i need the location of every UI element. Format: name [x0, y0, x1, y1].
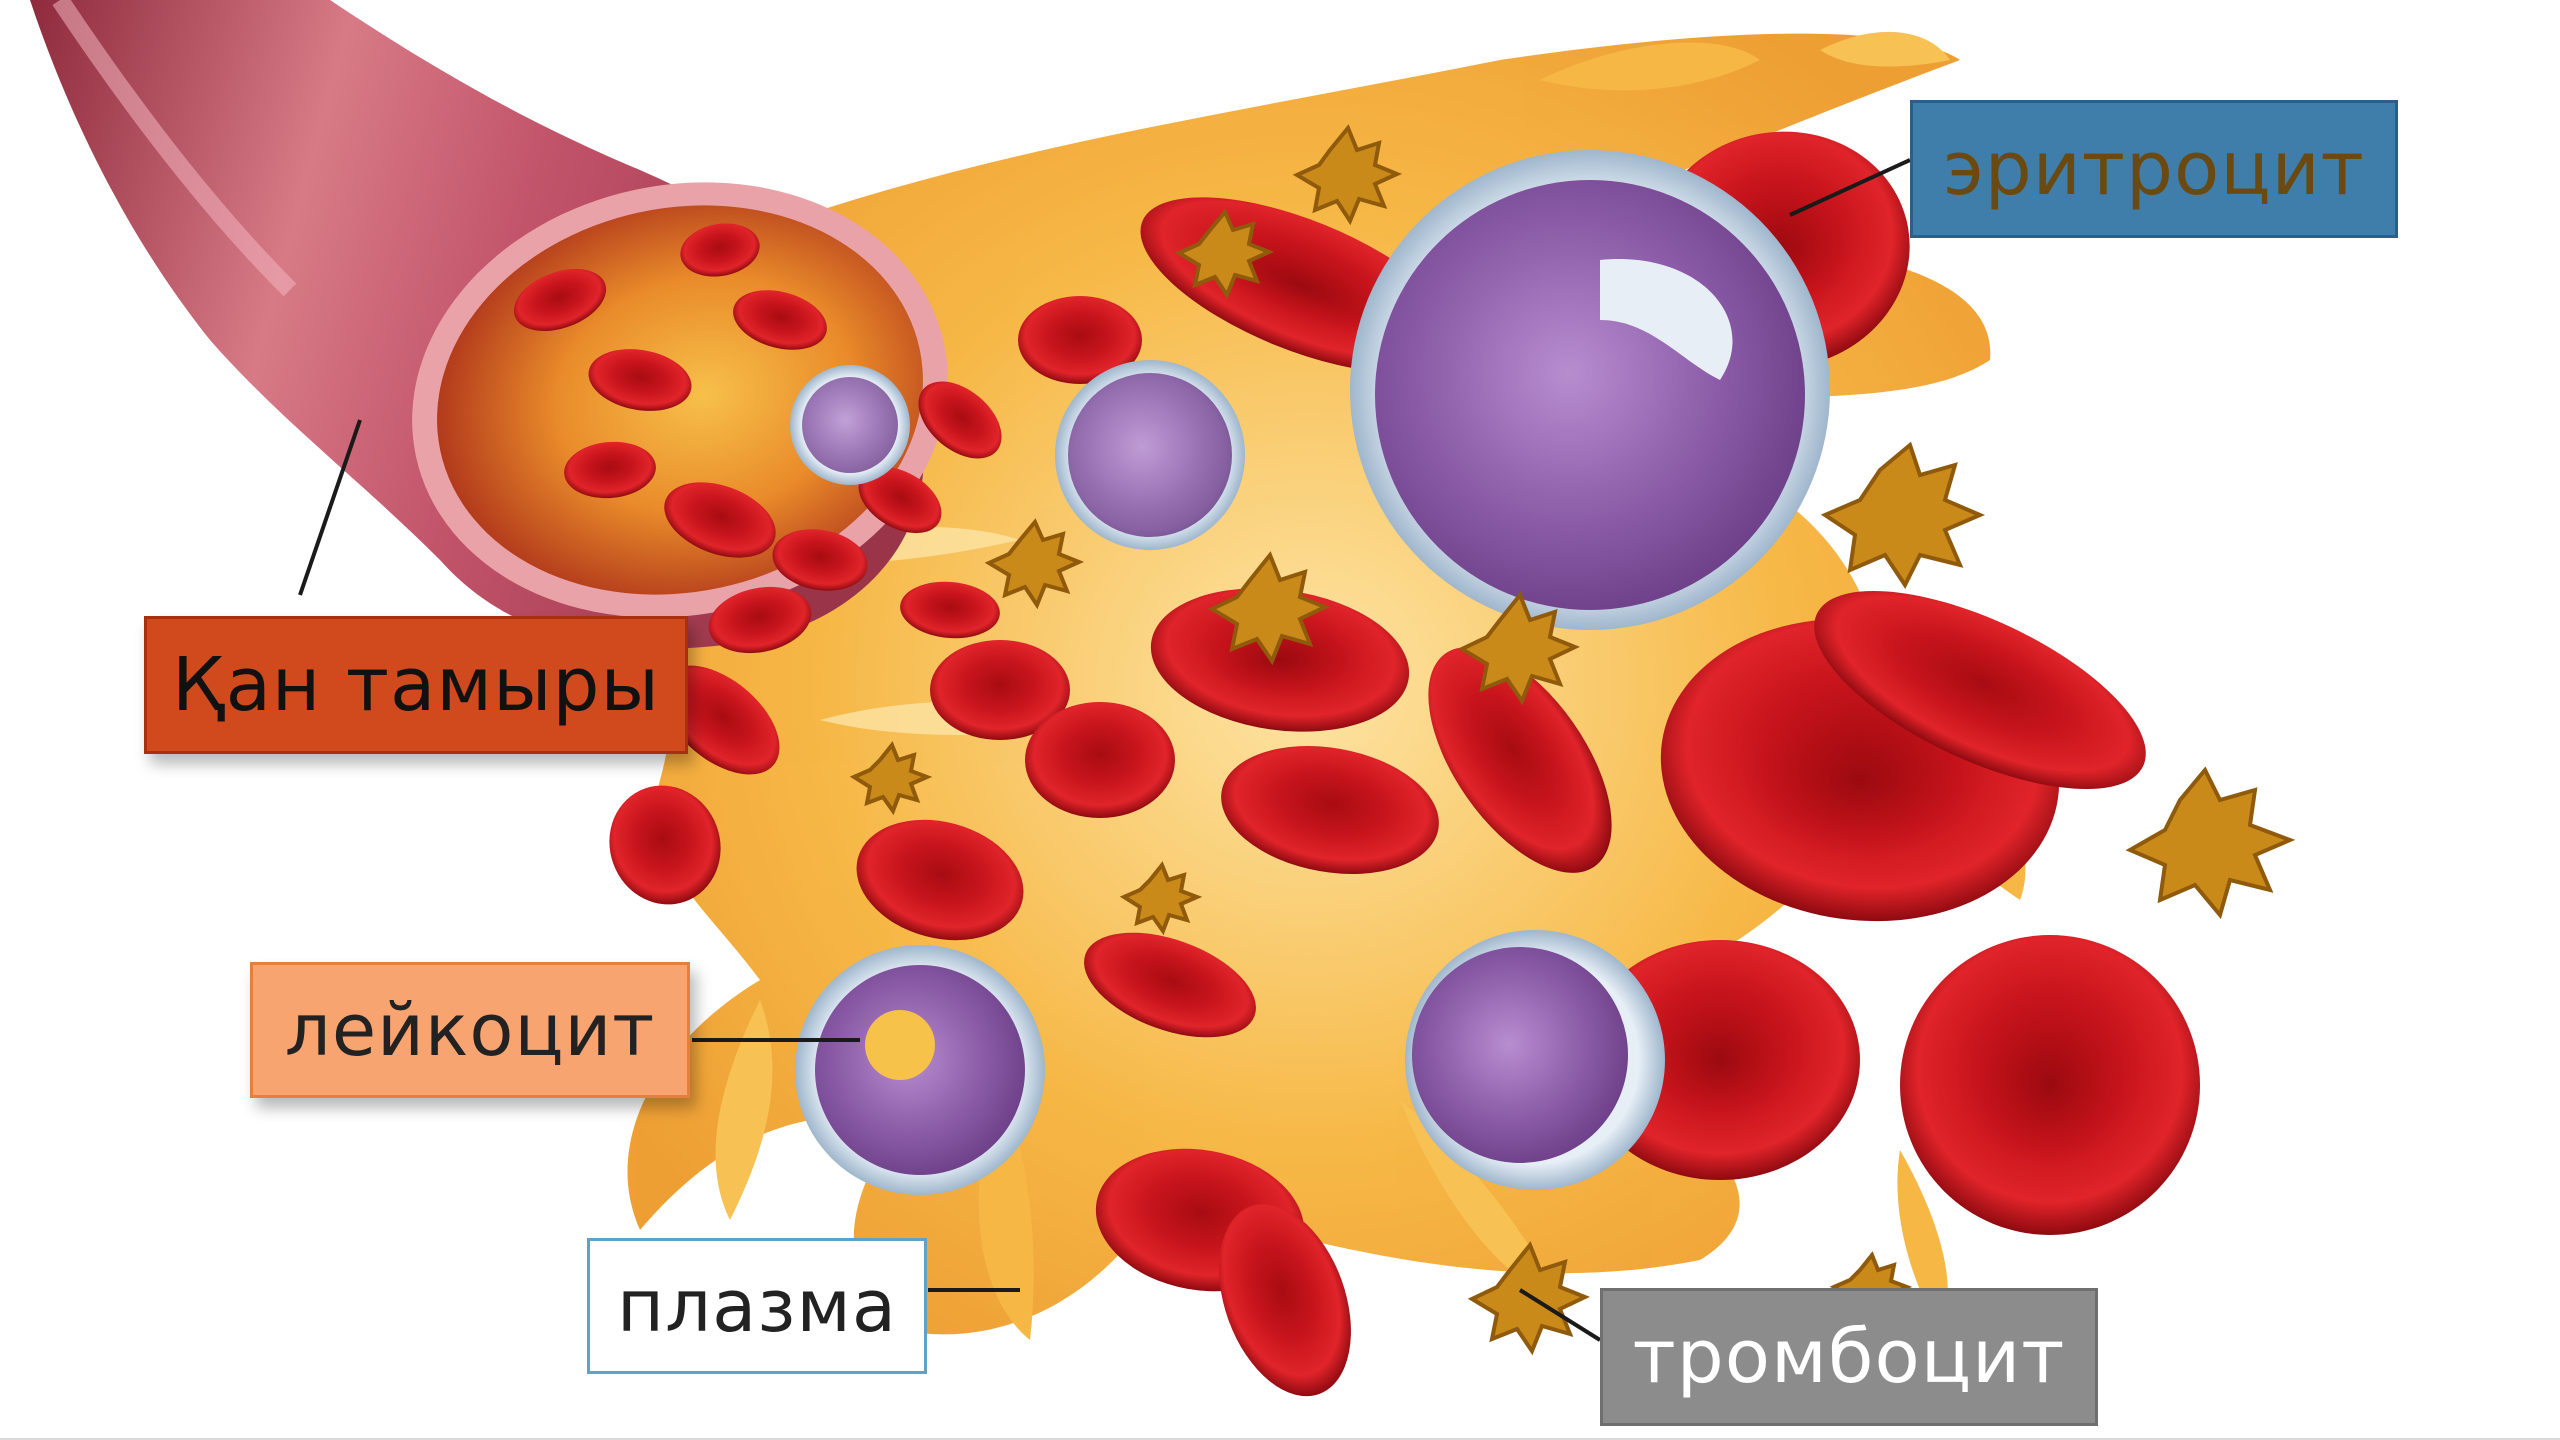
- thrombocyte-label: тромбоцит: [1600, 1288, 2098, 1426]
- plasma-label: плазма: [587, 1238, 927, 1374]
- erythrocyte-label: эритроцит: [1910, 100, 2398, 238]
- blood-vessel-label: Қан тамыры: [144, 616, 688, 754]
- leukocyte-label: лейкоцит: [250, 962, 690, 1098]
